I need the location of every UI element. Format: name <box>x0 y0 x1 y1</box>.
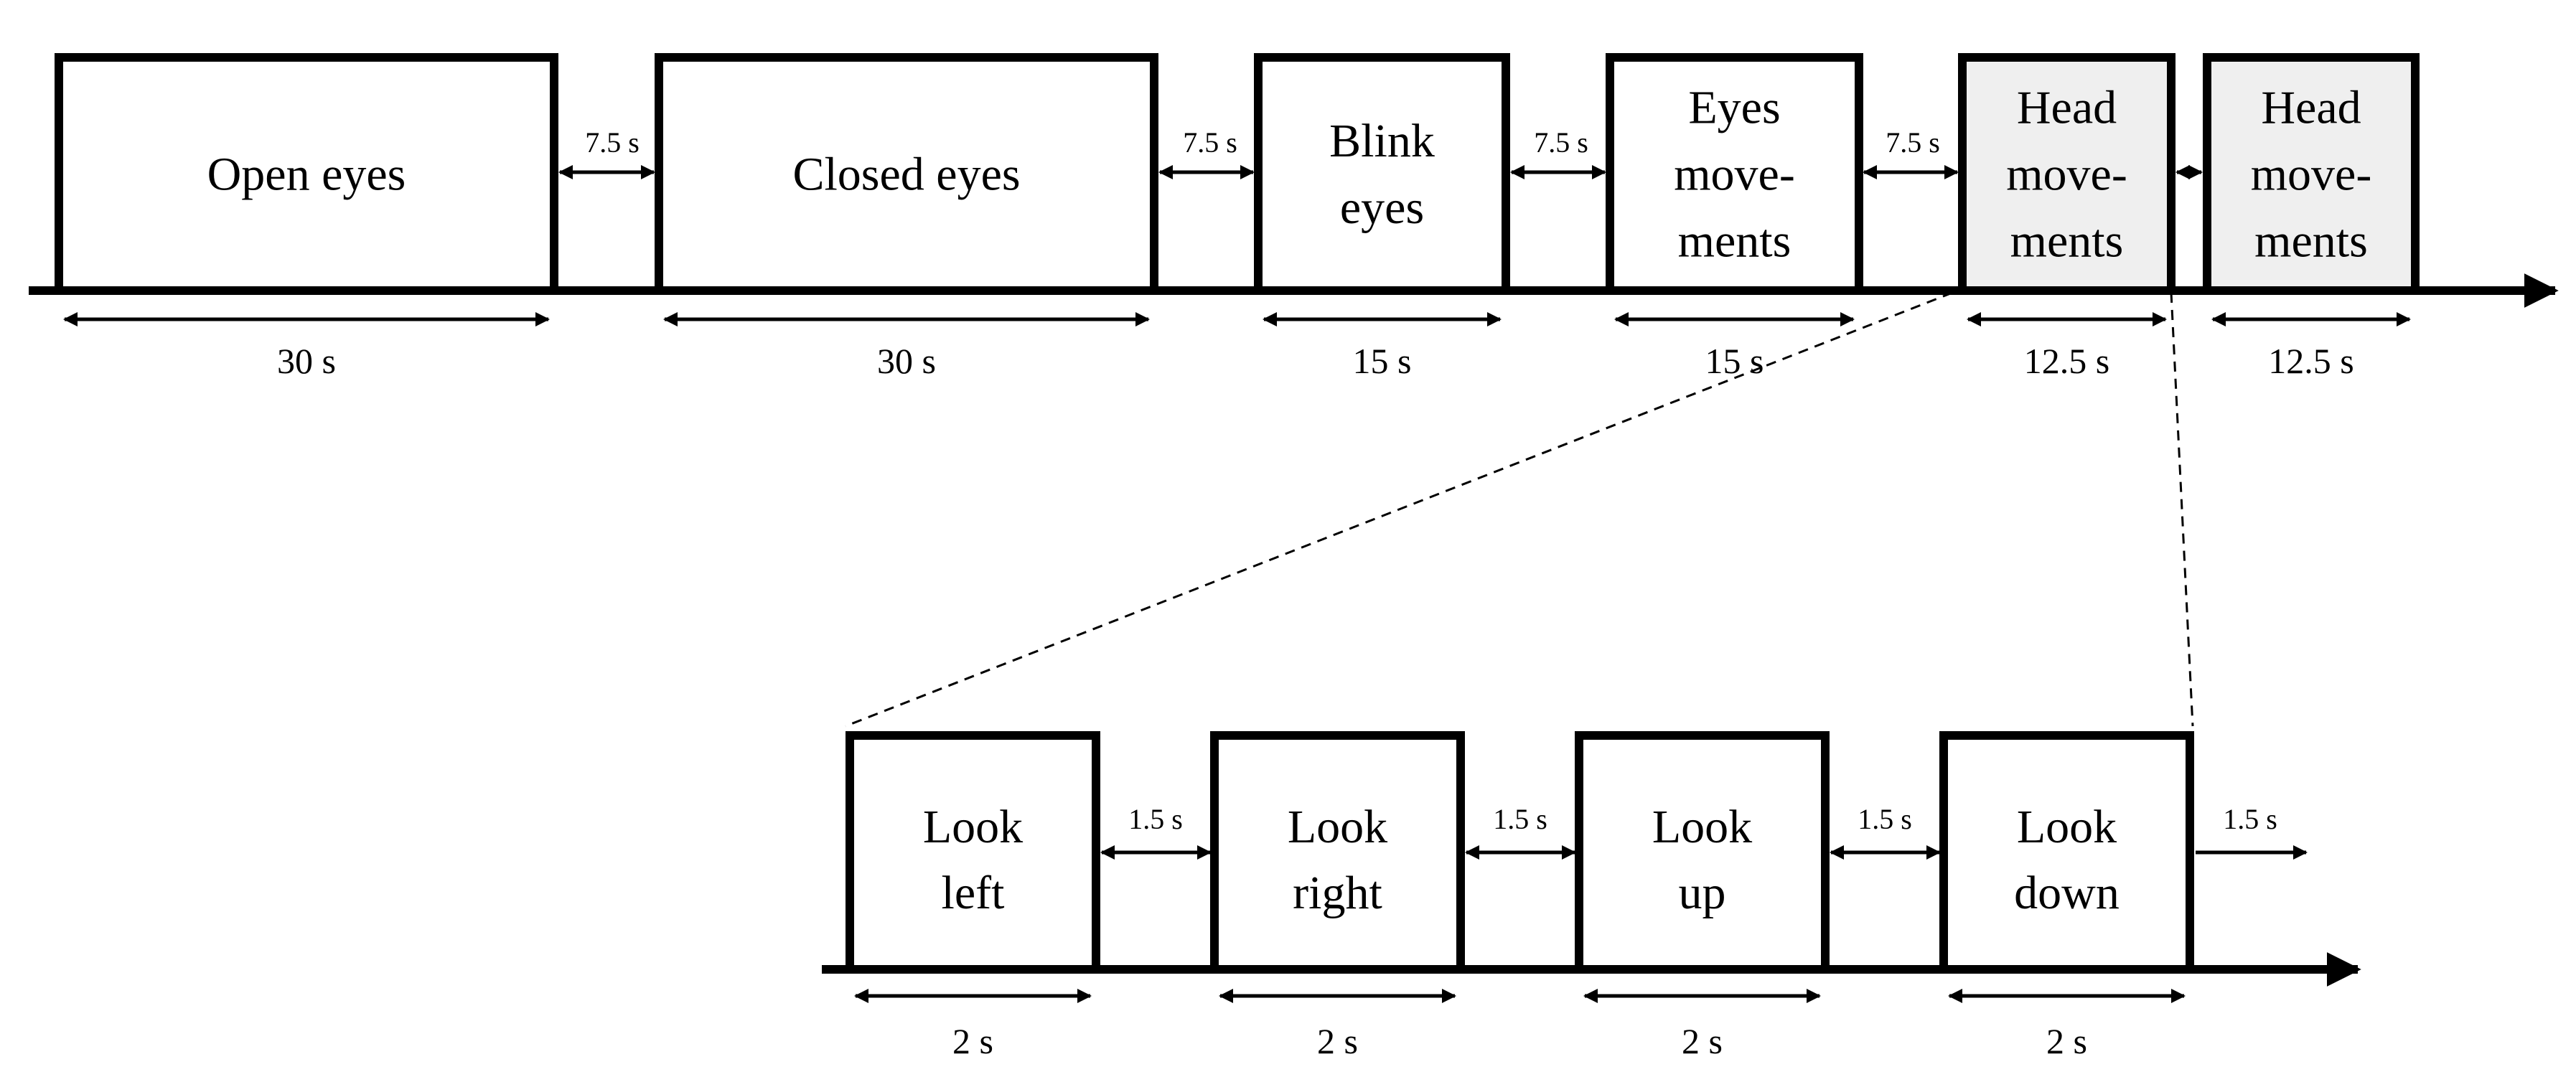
upper_timeline-block-1 <box>655 53 1158 295</box>
upper_timeline-gap-label-0: 7.5 s <box>585 126 640 159</box>
upper_timeline-block-4-label: move- <box>2006 149 2127 201</box>
upper_timeline-duration-label-3: 15 s <box>1705 341 1764 381</box>
zoom-dashed-line-left <box>845 291 1953 728</box>
upper_timeline-block-2-label: eyes <box>1340 182 1424 234</box>
upper_timeline-duration-label-0: 30 s <box>277 341 336 381</box>
lower_timeline-block-2 <box>1575 731 1830 974</box>
lower_timeline-duration-label-2: 2 s <box>1682 1021 1723 1061</box>
upper_timeline-duration-label-2: 15 s <box>1353 341 1412 381</box>
upper_timeline-gap-label-3: 7.5 s <box>1886 126 1940 159</box>
lower_timeline-block-3 <box>1939 731 2194 974</box>
upper_timeline-block-3 <box>1606 53 1863 295</box>
lower_timeline-block-0 <box>846 731 1100 974</box>
upper_timeline-block-3-label: ments <box>1678 215 1792 268</box>
upper_timeline-block-0-label: Open eyes <box>207 149 406 201</box>
lower_timeline-gap-label-3: 1.5 s <box>2223 803 2277 835</box>
upper_timeline-block-5-label: ments <box>2254 215 2368 268</box>
lower_timeline-block-1-label: right <box>1293 867 1382 919</box>
lower_timeline-block-1-label: Look <box>1288 801 1387 853</box>
upper_timeline-block-4 <box>1958 53 2175 295</box>
upper_timeline-duration-label-5: 12.5 s <box>2268 341 2353 381</box>
upper_timeline-block-2 <box>1254 53 1510 295</box>
lower_timeline-duration-label-1: 2 s <box>1317 1021 1358 1061</box>
lower_timeline-duration-label-0: 2 s <box>952 1021 993 1061</box>
upper_timeline-block-3-label: move- <box>1674 149 1795 201</box>
upper_timeline-duration-label-1: 30 s <box>877 341 936 381</box>
upper_timeline-block-5-label: move- <box>2251 149 2372 201</box>
lower_timeline-gap-label-2: 1.5 s <box>1858 803 1912 835</box>
upper_timeline-gap-label-2: 7.5 s <box>1534 126 1588 159</box>
lower_timeline-block-3-label: Look <box>2017 801 2117 853</box>
upper_timeline-block-3-label: Eyes <box>1688 82 1780 134</box>
lower_timeline-block-2-label: up <box>1679 867 1726 919</box>
lower_timeline-gap-label-0: 1.5 s <box>1128 803 1183 835</box>
upper_timeline-block-1-label: Closed eyes <box>792 149 1020 201</box>
upper_timeline-gap-label-1: 7.5 s <box>1183 126 1237 159</box>
upper_timeline-block-5 <box>2203 53 2420 295</box>
lower_timeline-block-3-label: down <box>2014 867 2120 919</box>
lower_timeline-block-1 <box>1210 731 1465 974</box>
lower_timeline-duration-label-3: 2 s <box>2046 1021 2087 1061</box>
upper_timeline-block-4-label: Head <box>2017 82 2117 134</box>
zoom-dashed-line-right <box>2170 292 2194 727</box>
lower_timeline-gap-label-1: 1.5 s <box>1493 803 1547 835</box>
lower_timeline-block-2-label: Look <box>1652 801 1752 853</box>
upper_timeline-block-5-label: Head <box>2261 82 2361 134</box>
upper_timeline-block-4-label: ments <box>2010 215 2124 268</box>
upper_timeline-block-0 <box>55 53 558 295</box>
upper_timeline-block-2-label: Blink <box>1329 115 1435 167</box>
upper_timeline-duration-label-4: 12.5 s <box>2024 341 2109 381</box>
lower_timeline-block-0-label: Look <box>923 801 1023 853</box>
lower_timeline-block-0-label: left <box>942 867 1005 919</box>
